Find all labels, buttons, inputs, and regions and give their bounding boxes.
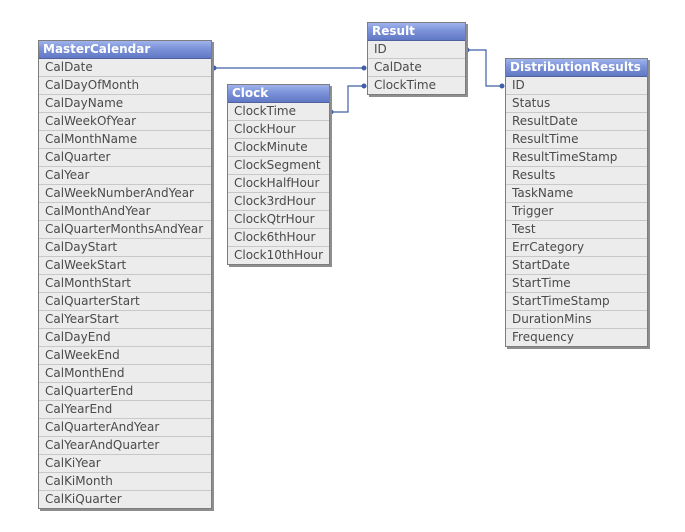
field-row[interactable]: Clock3rdHour [228, 193, 329, 211]
field-row[interactable]: ID [368, 41, 465, 59]
field-row[interactable]: Clock10thHour [234, 248, 324, 262]
field-row[interactable]: ClockTime [228, 103, 329, 121]
field-row[interactable]: CalQuarterStart [39, 293, 211, 311]
field-row[interactable]: Clock6thHour [228, 229, 329, 247]
link-id-end-dot [499, 83, 505, 89]
field-row[interactable]: StartTimeStamp [506, 293, 647, 311]
field-row[interactable]: CalWeekEnd [39, 347, 211, 365]
field-row[interactable]: CalDate [368, 59, 465, 77]
field-row[interactable]: CalKiMonth [39, 473, 211, 491]
table-title-master-calendar[interactable]: MasterCalendar [39, 41, 211, 59]
field-row[interactable]: CalYearAndQuarter [39, 437, 211, 455]
field-row[interactable]: ResultDate [506, 113, 647, 131]
link-caldate-end-dot [361, 65, 367, 71]
field-row[interactable]: ClockTime [374, 78, 436, 92]
field-row[interactable]: StartDate [506, 257, 647, 275]
field-row[interactable]: TaskName [506, 185, 647, 203]
field-row[interactable]: CalDate [39, 59, 211, 77]
field-row[interactable]: ResultTimeStamp [506, 149, 647, 167]
table-title-result[interactable]: Result [368, 23, 465, 41]
link-clocktime [331, 85, 364, 113]
field-row[interactable]: Status [506, 95, 647, 113]
field-row[interactable]: CalMonthAndYear [39, 203, 211, 221]
field-row[interactable]: CalMonthName [39, 131, 211, 149]
field-row[interactable]: Results [506, 167, 647, 185]
field-row[interactable]: CalWeekOfYear [39, 113, 211, 131]
link-clocktime-end-dot [361, 83, 367, 89]
link-id [467, 49, 502, 87]
field-row[interactable]: CalWeekStart [39, 257, 211, 275]
field-row[interactable]: ClockHalfHour [228, 175, 329, 193]
field-row[interactable]: CalMonthEnd [39, 365, 211, 383]
field-row[interactable]: ClockQtrHour [228, 211, 329, 229]
field-row[interactable]: ErrCategory [506, 239, 647, 257]
field-row[interactable]: CalKiQuarter [45, 492, 122, 506]
table-title-clock[interactable]: Clock [228, 85, 329, 103]
table-title-distribution-results[interactable]: DistributionResults [506, 59, 647, 77]
field-row[interactable]: ClockSegment [228, 157, 329, 175]
field-row[interactable]: CalYearStart [39, 311, 211, 329]
field-row[interactable]: CalDayEnd [39, 329, 211, 347]
field-row[interactable]: ClockHour [228, 121, 329, 139]
field-row[interactable]: CalMonthStart [39, 275, 211, 293]
field-row[interactable]: CalQuarterEnd [39, 383, 211, 401]
field-row[interactable]: Test [506, 221, 647, 239]
field-row[interactable]: StartTime [506, 275, 647, 293]
field-row[interactable]: CalYearEnd [39, 401, 211, 419]
field-row[interactable]: CalDayName [39, 95, 211, 113]
field-row[interactable]: ID [506, 77, 647, 95]
field-row[interactable]: CalKiYear [39, 455, 211, 473]
field-row[interactable]: ClockMinute [228, 139, 329, 157]
field-row[interactable]: DurationMins [506, 311, 647, 329]
field-row[interactable]: Frequency [512, 330, 574, 344]
field-row[interactable]: CalYear [39, 167, 211, 185]
link-caldate-start-dot [211, 65, 217, 71]
field-row[interactable]: CalQuarterAndYear [39, 419, 211, 437]
field-row[interactable]: CalWeekNumberAndYear [39, 185, 211, 203]
field-row[interactable]: ResultTime [506, 131, 647, 149]
field-row[interactable]: CalDayOfMonth [39, 77, 211, 95]
field-row[interactable]: CalDayStart [39, 239, 211, 257]
field-row[interactable]: CalQuarter [39, 149, 211, 167]
field-row[interactable]: CalQuarterMonthsAndYear [39, 221, 211, 239]
field-row[interactable]: Trigger [506, 203, 647, 221]
